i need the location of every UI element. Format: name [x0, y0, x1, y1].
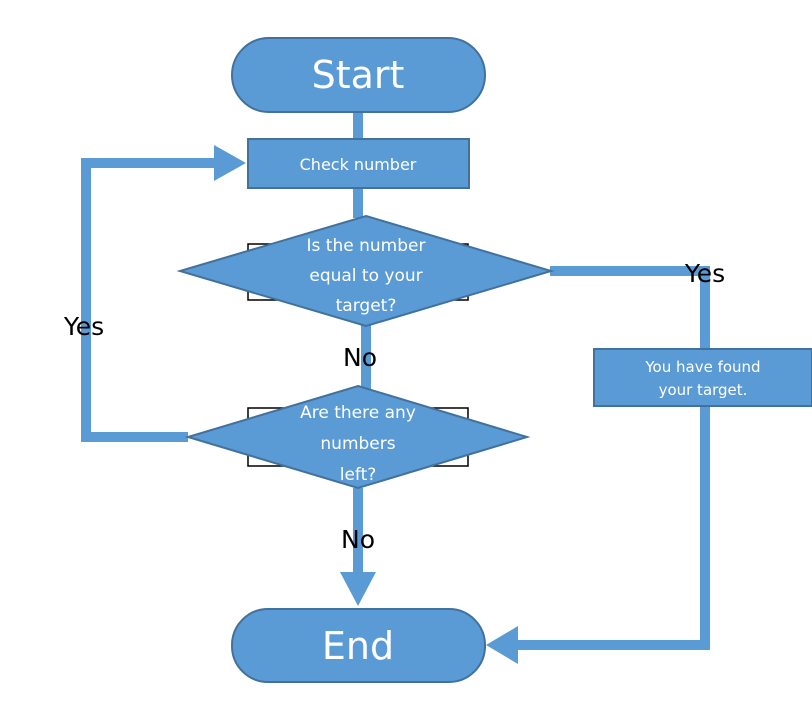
arrowhead-to-end-bottom	[340, 572, 376, 606]
edge-label-no-next: No	[343, 343, 377, 372]
found-line1: You have found	[644, 358, 760, 376]
decision-remaining-line2: numbers	[320, 434, 395, 454]
check-number-label: Check number	[300, 155, 417, 174]
connectors	[81, 112, 710, 650]
decision-remaining-line1: Are there any	[300, 403, 416, 423]
edge-label-yes-loop: Yes	[63, 312, 104, 341]
connector-decision1-to-found	[550, 266, 710, 350]
arrowhead-to-check	[214, 145, 246, 181]
edge-label-no-end: No	[341, 525, 375, 554]
arrowheads	[214, 145, 518, 664]
arrowhead-to-end-right	[486, 626, 518, 664]
end-node: End	[231, 608, 486, 683]
connector-decision2-loop-back	[81, 158, 224, 442]
decision-target-node: Is the number equal to your target?	[176, 214, 555, 328]
connector-found-to-end	[512, 406, 710, 650]
decision-target-line1: Is the number	[307, 236, 426, 256]
decision-target-line3: target?	[336, 296, 397, 316]
found-node: You have found your target.	[593, 348, 812, 407]
decision-target-line2: equal to your	[309, 266, 422, 286]
start-node: Start	[231, 37, 486, 113]
decision-remaining-node: Are there any numbers left?	[184, 384, 531, 490]
check-number-node: Check number	[247, 138, 470, 189]
end-label: End	[322, 624, 394, 668]
edge-label-yes-found: Yes	[684, 259, 725, 288]
decision-remaining-line3: left?	[340, 465, 377, 485]
found-line2: your target.	[659, 381, 748, 399]
start-label: Start	[312, 53, 405, 97]
